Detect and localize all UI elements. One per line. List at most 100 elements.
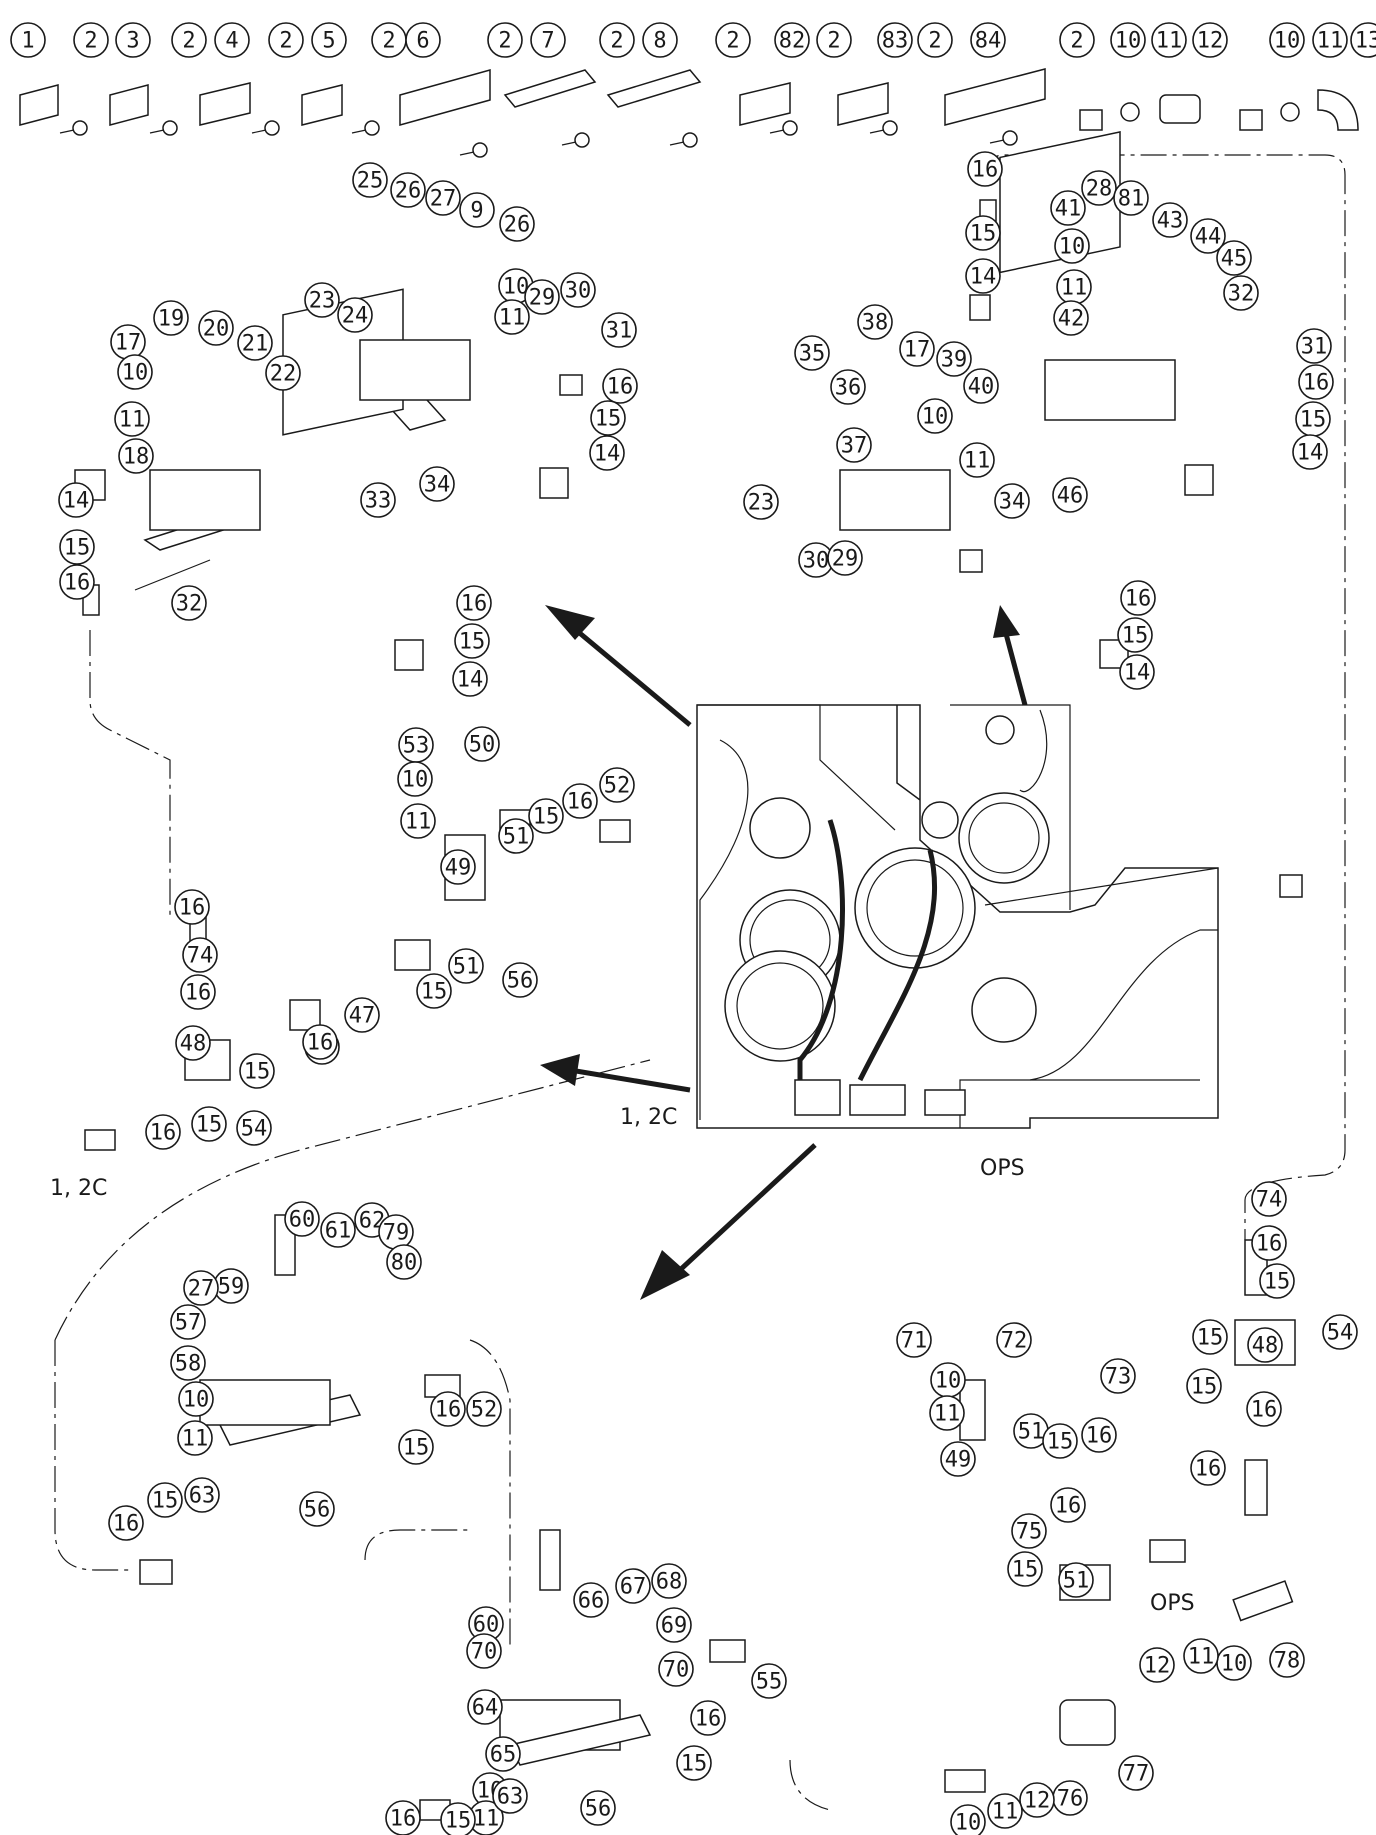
callout-16: 16 <box>108 1505 144 1541</box>
callout-circle <box>170 1345 206 1381</box>
callout-16: 16 <box>302 1024 338 1060</box>
callout-number: 44 <box>1195 225 1222 250</box>
callout-2: 2 <box>171 22 207 58</box>
callout-number: 65 <box>490 1743 517 1768</box>
callout-circle <box>816 22 852 58</box>
callout-11: 11 <box>468 1800 504 1835</box>
callout-number: 57 <box>175 1311 202 1336</box>
callout-16: 16 <box>174 889 210 925</box>
callout-10: 10 <box>1216 1645 1252 1681</box>
callout-circle <box>690 1700 726 1736</box>
callout-number: 11 <box>1317 29 1344 54</box>
callout-circle <box>239 1053 275 1089</box>
callout-13: 13 <box>1350 22 1376 58</box>
callout-16: 16 <box>456 585 492 621</box>
callout-51: 51 <box>1058 1562 1094 1598</box>
callout-number: 35 <box>799 342 826 367</box>
callout-55: 55 <box>751 1663 787 1699</box>
callout-16: 16 <box>145 1114 181 1150</box>
callout-30: 30 <box>798 542 834 578</box>
callout-number: 84 <box>975 29 1002 54</box>
callout-43: 43 <box>1152 202 1188 238</box>
callout-circle <box>562 783 598 819</box>
callout-circle <box>459 192 495 228</box>
callout-number: 11 <box>119 408 146 433</box>
callout-circle <box>794 335 830 371</box>
callout-number: 63 <box>497 1785 524 1810</box>
callout-number: 14 <box>63 489 90 514</box>
callout-15: 15 <box>1042 1423 1078 1459</box>
callout-6: 6 <box>405 22 441 58</box>
callout-circle <box>114 401 150 437</box>
callout-circle <box>58 482 94 518</box>
callout-number: 15 <box>244 1060 271 1085</box>
callout-number: 32 <box>1228 282 1255 307</box>
callout-circle <box>466 1633 502 1669</box>
callout-16: 16 <box>690 1700 726 1736</box>
callout-circle <box>1139 1647 1175 1683</box>
callout-number: 2 <box>382 29 395 54</box>
callout-number: 30 <box>803 549 830 574</box>
callout-68: 68 <box>651 1563 687 1599</box>
callout-number: 79 <box>383 1221 410 1246</box>
callout-circle <box>180 974 216 1010</box>
callout-11: 11 <box>1056 269 1092 305</box>
callout-circle <box>1050 190 1086 226</box>
callout-74: 74 <box>182 937 218 973</box>
callout-circle <box>774 22 810 58</box>
callout-15: 15 <box>416 973 452 1009</box>
callout-15: 15 <box>239 1053 275 1089</box>
callout-53: 53 <box>398 727 434 763</box>
callout-circle <box>177 1420 213 1456</box>
callout-circle <box>214 22 250 58</box>
callout-64: 64 <box>467 1689 503 1725</box>
callout-circle <box>337 297 373 333</box>
callout-circle <box>615 1568 651 1604</box>
callout-16: 16 <box>1081 1417 1117 1453</box>
callout-50: 50 <box>464 726 500 762</box>
callout-16: 16 <box>59 564 95 600</box>
callout-circle <box>360 482 396 518</box>
callout-circle <box>1223 275 1259 311</box>
callout-circle <box>170 1304 206 1340</box>
callout-number: 56 <box>585 1797 612 1822</box>
callout-11: 11 <box>987 1793 1023 1829</box>
callout-circle <box>1011 1513 1047 1549</box>
callout-number: 11 <box>992 1800 1019 1825</box>
callout-16: 16 <box>1246 1391 1282 1427</box>
callout-number: 52 <box>471 1398 498 1423</box>
callout-number: 10 <box>935 1369 962 1394</box>
callout-circle <box>385 1800 421 1835</box>
callout-number: 14 <box>970 265 997 290</box>
callout-67: 67 <box>615 1568 651 1604</box>
callout-number: 83 <box>882 29 909 54</box>
callout-number: 16 <box>567 790 594 815</box>
callout-circle <box>524 279 560 315</box>
callout-15: 15 <box>1259 1263 1295 1299</box>
callout-number: 16 <box>64 571 91 596</box>
callout-number: 39 <box>941 348 968 373</box>
callout-2: 2 <box>371 22 407 58</box>
callout-number: 12 <box>1144 1654 1171 1679</box>
callout-17: 17 <box>899 331 935 367</box>
callout-circle <box>487 22 523 58</box>
callout-34: 34 <box>419 466 455 502</box>
top-row-fittings <box>1079 89 1359 131</box>
callout-11: 11 <box>114 401 150 437</box>
callout-number: 22 <box>270 362 297 387</box>
callout-81: 81 <box>1113 180 1149 216</box>
callout-number: 31 <box>1301 335 1328 360</box>
callout-circle <box>1050 1487 1086 1523</box>
callout-number: 36 <box>835 376 862 401</box>
callout-number: 26 <box>504 213 531 238</box>
callout-14: 14 <box>589 435 625 471</box>
callout-number: 12 <box>1197 29 1224 54</box>
callout-52: 52 <box>466 1391 502 1427</box>
callout-40: 40 <box>963 368 999 404</box>
callout-circle <box>191 1106 227 1142</box>
callout-10: 10 <box>117 354 153 390</box>
callout-48: 48 <box>175 1025 211 1061</box>
callout-circle <box>1113 180 1149 216</box>
